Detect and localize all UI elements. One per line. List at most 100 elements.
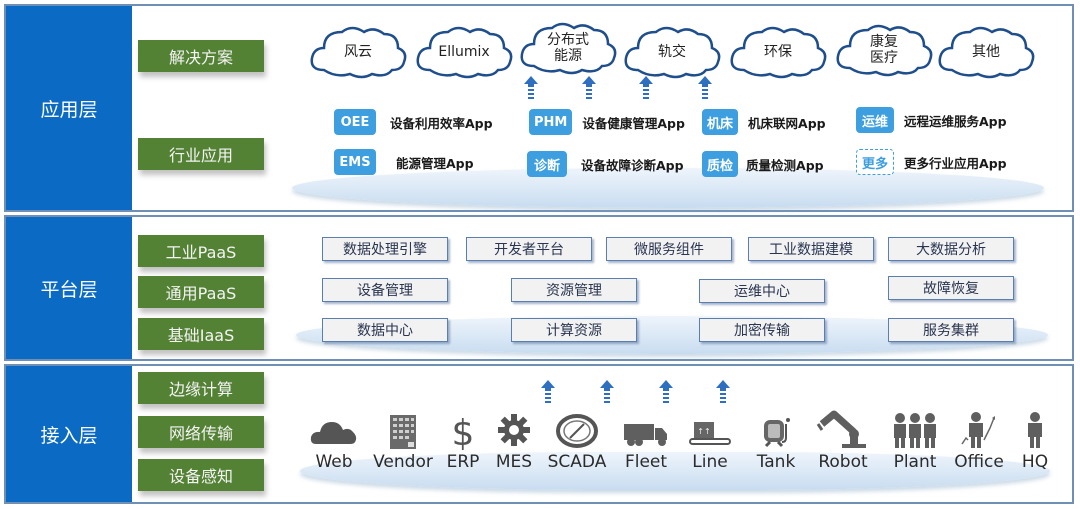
app-item[interactable]: OEE 设备利用效率App <box>334 108 493 136</box>
solution-cloud[interactable]: Ellumix <box>412 20 516 82</box>
up-arrow-icon <box>524 76 538 100</box>
cloud-icon <box>730 26 827 79</box>
solution-cloud[interactable]: 其他 <box>934 20 1038 82</box>
solution-cloud[interactable]: 风云 <box>306 20 410 82</box>
app-name: 设备利用效率App <box>390 115 493 131</box>
device-web[interactable]: Web <box>310 410 358 472</box>
app-item[interactable]: 机床 机床联网App <box>702 108 826 136</box>
solution-label: 分布式 能源 <box>547 32 589 64</box>
device-label: HQ <box>1021 452 1049 472</box>
tag-solutions: 解决方案 <box>138 40 264 72</box>
module-data-engine[interactable]: 数据处理引擎 <box>322 237 448 261</box>
app-name: 质量检测App <box>746 157 824 173</box>
device-label: Tank <box>756 452 796 472</box>
app-name: 设备健康管理App <box>582 115 685 131</box>
up-arrow-icon <box>639 76 653 100</box>
module-microservices[interactable]: 微服务组件 <box>606 237 732 261</box>
layer-title-platform: 平台层 <box>6 217 132 359</box>
solution-cloud[interactable]: 分布式 能源 <box>516 16 620 78</box>
building-icon <box>390 415 416 449</box>
up-arrow-icon <box>716 380 730 404</box>
module-device-management[interactable]: 设备管理 <box>322 278 448 302</box>
gear-icon <box>498 414 530 446</box>
app-name: 设备故障诊断App <box>581 157 684 173</box>
device-robot[interactable]: Robot <box>814 410 872 472</box>
solution-label: 康复 医疗 <box>870 34 898 66</box>
layer-title-application: 应用层 <box>6 6 132 210</box>
tag-base-iaas: 基础IaaS <box>138 318 264 350</box>
robot-arm-icon <box>816 410 866 448</box>
module-industrial-modeling[interactable]: 工业数据建模 <box>748 237 874 261</box>
solution-cloud[interactable]: 康复 医疗 <box>832 18 936 80</box>
tag-network-transfer: 网络传输 <box>138 416 264 448</box>
device-label: Web <box>315 452 353 472</box>
device-label: Plant <box>893 452 937 472</box>
app-badge-more: 更多 <box>856 149 895 175</box>
device-fleet[interactable]: Fleet <box>622 410 670 472</box>
tag-industry-apps: 行业应用 <box>138 138 264 170</box>
device-mes[interactable]: MES <box>494 410 534 472</box>
app-name: 更多行业应用App <box>904 155 1007 171</box>
device-tank[interactable]: Tank <box>754 410 798 472</box>
app-badge: 质检 <box>702 151 739 177</box>
workers-icon <box>894 413 936 448</box>
app-name: 远程运维服务App <box>904 113 1007 129</box>
device-label: MES <box>495 452 533 472</box>
tag-general-paas: 通用PaaS <box>138 276 264 308</box>
dollar-icon: $ <box>452 413 475 450</box>
device-office[interactable]: Office <box>954 410 1004 472</box>
solution-label: 风云 <box>344 44 372 60</box>
tag-device-sensing: 设备感知 <box>138 459 264 491</box>
module-developer-platform[interactable]: 开发者平台 <box>466 237 592 261</box>
app-badge: 机床 <box>702 109 739 135</box>
module-ops-center[interactable]: 运维中心 <box>699 279 825 303</box>
device-label: ERP <box>446 452 480 472</box>
module-bigdata-analysis[interactable]: 大数据分析 <box>888 237 1014 261</box>
cloud-icon <box>310 26 407 79</box>
tank-icon <box>764 418 790 448</box>
app-name: 能源管理App <box>396 155 474 171</box>
svg-text:$: $ <box>452 413 475 450</box>
module-service-cluster[interactable]: 服务集群 <box>888 318 1014 342</box>
app-item[interactable]: EMS 能源管理App <box>334 148 474 176</box>
app-item[interactable]: 质检 质量检测App <box>702 150 824 178</box>
solution-label: 环保 <box>764 44 792 60</box>
tag-industrial-paas: 工业PaaS <box>138 235 264 267</box>
device-label: Vendor <box>373 452 433 472</box>
app-item[interactable]: 运维 远程运维服务App <box>856 106 1007 134</box>
solution-label: Ellumix <box>438 44 490 60</box>
app-badge: PHM <box>529 109 573 135</box>
app-item[interactable]: PHM 设备健康管理App <box>529 108 685 136</box>
cloud-icon <box>520 22 617 75</box>
module-compute-resources[interactable]: 计算资源 <box>511 318 637 342</box>
app-badge: OEE <box>334 109 376 135</box>
module-data-center[interactable]: 数据中心 <box>322 318 448 342</box>
cloud-icon <box>836 24 933 77</box>
device-label: Office <box>954 452 1004 472</box>
solution-cloud[interactable]: 环保 <box>726 20 830 82</box>
solution-cloud[interactable]: 轨交 <box>620 20 724 82</box>
module-resource-management[interactable]: 资源管理 <box>511 278 637 302</box>
truck-icon <box>624 424 667 446</box>
device-label: Line <box>692 452 728 472</box>
app-item[interactable]: 诊断 设备故障诊断App <box>527 150 684 178</box>
app-name: 机床联网App <box>748 115 826 131</box>
device-label: Robot <box>818 452 868 472</box>
device-scada[interactable]: SCADA <box>546 410 608 472</box>
up-arrow-icon <box>582 76 596 100</box>
module-encrypted-transfer[interactable]: 加密传输 <box>699 318 825 342</box>
device-label: Fleet <box>624 452 668 472</box>
svg-text:↑↑: ↑↑ <box>697 427 710 436</box>
businessman-chart-icon <box>961 412 995 448</box>
device-erp[interactable]: $ ERP <box>446 410 480 472</box>
conveyor-icon: ↑↑ <box>689 422 731 445</box>
device-plant[interactable]: Plant <box>888 410 942 472</box>
device-vendor[interactable]: Vendor <box>372 410 434 472</box>
cloud-icon <box>938 26 1035 79</box>
app-item[interactable]: 更多 更多行业应用App <box>856 148 1007 176</box>
device-line[interactable]: ↑↑ Line <box>688 410 732 472</box>
solution-label: 轨交 <box>658 44 686 60</box>
device-hq[interactable]: HQ <box>1020 410 1050 472</box>
module-fault-recovery[interactable]: 故障恢复 <box>888 276 1014 300</box>
tag-edge-computing: 边缘计算 <box>138 372 264 404</box>
